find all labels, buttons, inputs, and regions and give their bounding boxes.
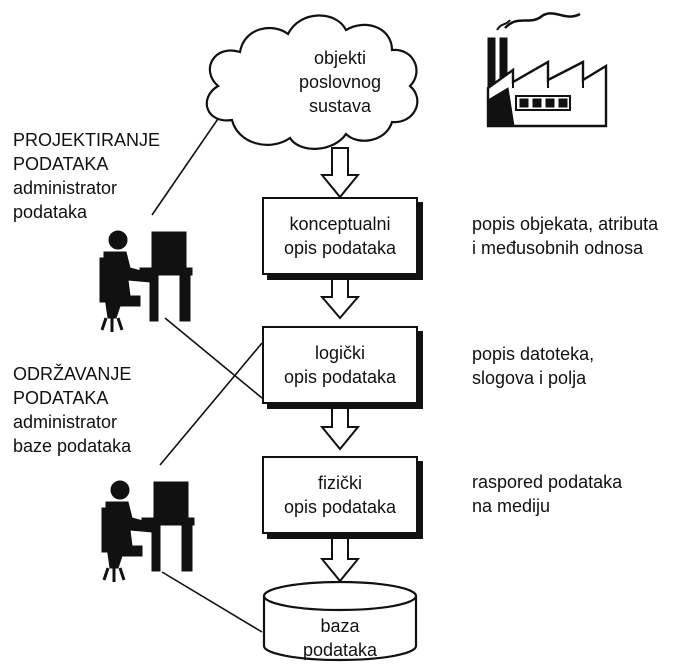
cloud-label: objekti poslovnog sustava <box>280 46 400 118</box>
cloud-label-line2: poslovnog <box>298 72 382 92</box>
database-cylinder-icon <box>262 580 418 662</box>
connector-cloud-to-designer <box>151 112 223 216</box>
person-at-computer-icon <box>99 230 193 332</box>
role-title-line2: PODATAKA <box>13 154 109 174</box>
box-label-line2: opis podataka <box>283 238 397 258</box>
cloud-label-line1: objekti <box>313 48 367 68</box>
conceptual-description-note: popis objekata, atributa i međusobnih od… <box>472 212 658 260</box>
note-line1: popis objekata, atributa <box>472 214 659 234</box>
box-label-line2: opis podataka <box>283 367 397 387</box>
factory-icon <box>486 12 608 128</box>
conceptual-description-box: konceptualni opis podataka <box>262 197 418 275</box>
note-line1: raspored podataka <box>472 472 623 492</box>
box-label-line1: fizički <box>318 473 362 493</box>
down-arrow-icon <box>319 147 361 199</box>
cloud-label-line3: sustava <box>308 96 372 116</box>
box-label-line1: logički <box>314 343 366 363</box>
connector-maintainer-to-database <box>161 571 263 633</box>
role-title-line1: PROJEKTIRANJE <box>13 130 161 150</box>
cloud-shape <box>205 14 419 150</box>
role-data-design: PROJEKTIRANJE PODATAKA administrator pod… <box>13 128 160 224</box>
database-label-line2: podataka <box>302 640 378 660</box>
note-line2: na mediju <box>472 496 551 516</box>
role-data-maintenance: ODRŽAVANJE PODATAKA administrator baze p… <box>13 362 131 458</box>
flow-arrows <box>319 147 361 583</box>
note-line2: slogova i polja <box>472 368 587 388</box>
note-line2: i međusobnih odnosa <box>472 238 644 258</box>
connector-maintainer-to-logical <box>159 342 263 466</box>
physical-description-note: raspored podataka na mediju <box>472 470 622 518</box>
down-arrow-icon <box>319 535 361 583</box>
database-label-line1: baza <box>320 616 360 636</box>
box-label-line1: konceptualni <box>289 214 391 234</box>
database-label: baza podataka <box>280 614 400 662</box>
connector-designer-to-logical <box>164 317 263 399</box>
logical-description-note: popis datoteka, slogova i polja <box>472 342 594 390</box>
role-title-line1: ODRŽAVANJE <box>13 364 132 384</box>
logical-description-box: logički opis podataka <box>262 326 418 404</box>
note-line1: popis datoteka, <box>472 344 595 364</box>
role-subtitle-line1: administrator <box>13 412 118 432</box>
box-label-line2: opis podataka <box>283 497 397 517</box>
role-title-line2: PODATAKA <box>13 388 109 408</box>
person-at-computer-icon <box>101 480 195 582</box>
down-arrow-icon <box>319 404 361 451</box>
connector-lines <box>151 112 263 633</box>
role-subtitle-line2: podataka <box>13 202 88 222</box>
down-arrow-icon <box>319 276 361 320</box>
physical-description-box: fizički opis podataka <box>262 456 418 534</box>
role-subtitle-line1: administrator <box>13 178 118 198</box>
role-subtitle-line2: baze podataka <box>13 436 132 456</box>
